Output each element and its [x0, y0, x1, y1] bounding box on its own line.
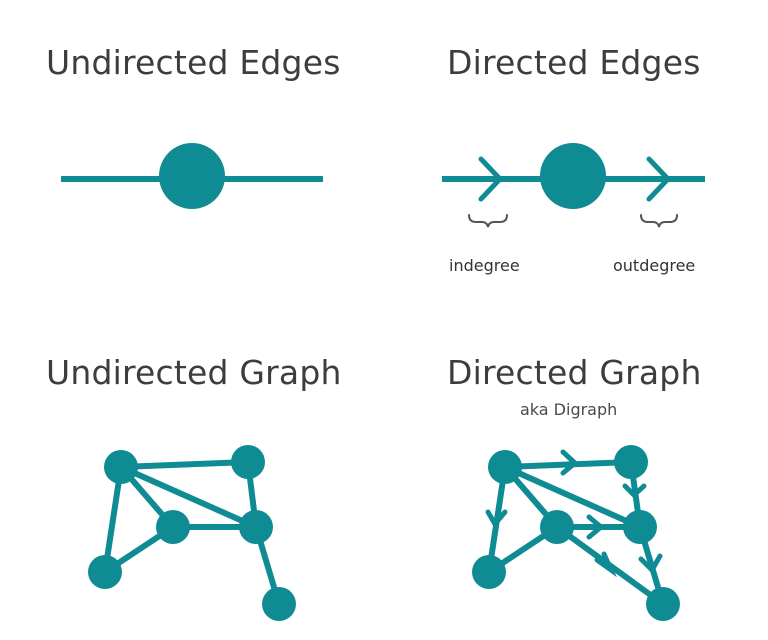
directed-edges-title: Directed Edges: [447, 43, 701, 82]
graph-edge: [503, 464, 642, 530]
graph-node: [623, 510, 657, 544]
graph-edge: [120, 459, 249, 470]
directed-graph-subtitle: aka Digraph: [520, 400, 618, 419]
outdegree-label: outdegree: [613, 256, 696, 275]
graph-node: [262, 587, 296, 621]
directed-graph-title: Directed Graph: [447, 353, 702, 392]
arrowhead: [622, 483, 647, 499]
graph-node: [88, 555, 122, 589]
directed-graph-arrowheads: [485, 449, 663, 578]
graph-node: [239, 510, 273, 544]
directed-graph-figure: [472, 445, 680, 621]
graph-edge: [504, 459, 632, 470]
graph-node: [614, 445, 648, 479]
graph-node: [156, 510, 190, 544]
directed-edges-figure: [442, 143, 705, 228]
undirected-edges-title: Undirected Edges: [46, 43, 341, 82]
directed-edge-node: [540, 143, 606, 209]
undirected-graph-nodes: [88, 445, 296, 621]
graph-node: [231, 445, 265, 479]
graph-edge: [102, 466, 124, 573]
outdegree-brace: [640, 214, 678, 228]
graph-node: [472, 555, 506, 589]
indegree-brace: [468, 214, 508, 228]
graph-node: [104, 450, 138, 484]
arrowhead: [594, 551, 617, 578]
graph-edge: [119, 464, 258, 530]
graph-node: [540, 510, 574, 544]
graph-node: [646, 587, 680, 621]
undirected-graph-figure: [88, 445, 296, 621]
directed-graph-nodes: [472, 445, 680, 621]
undirected-edges-figure: [61, 143, 323, 209]
arrowhead: [638, 553, 663, 575]
undirected-edge-node: [159, 143, 225, 209]
indegree-label: indegree: [449, 256, 520, 275]
undirected-graph-title: Undirected Graph: [46, 353, 342, 392]
arrowhead: [560, 449, 579, 476]
arrowhead: [485, 509, 508, 529]
incoming-arrowhead: [478, 156, 504, 202]
arrowhead: [586, 514, 605, 540]
graph-node: [488, 450, 522, 484]
outgoing-arrowhead: [646, 156, 672, 202]
